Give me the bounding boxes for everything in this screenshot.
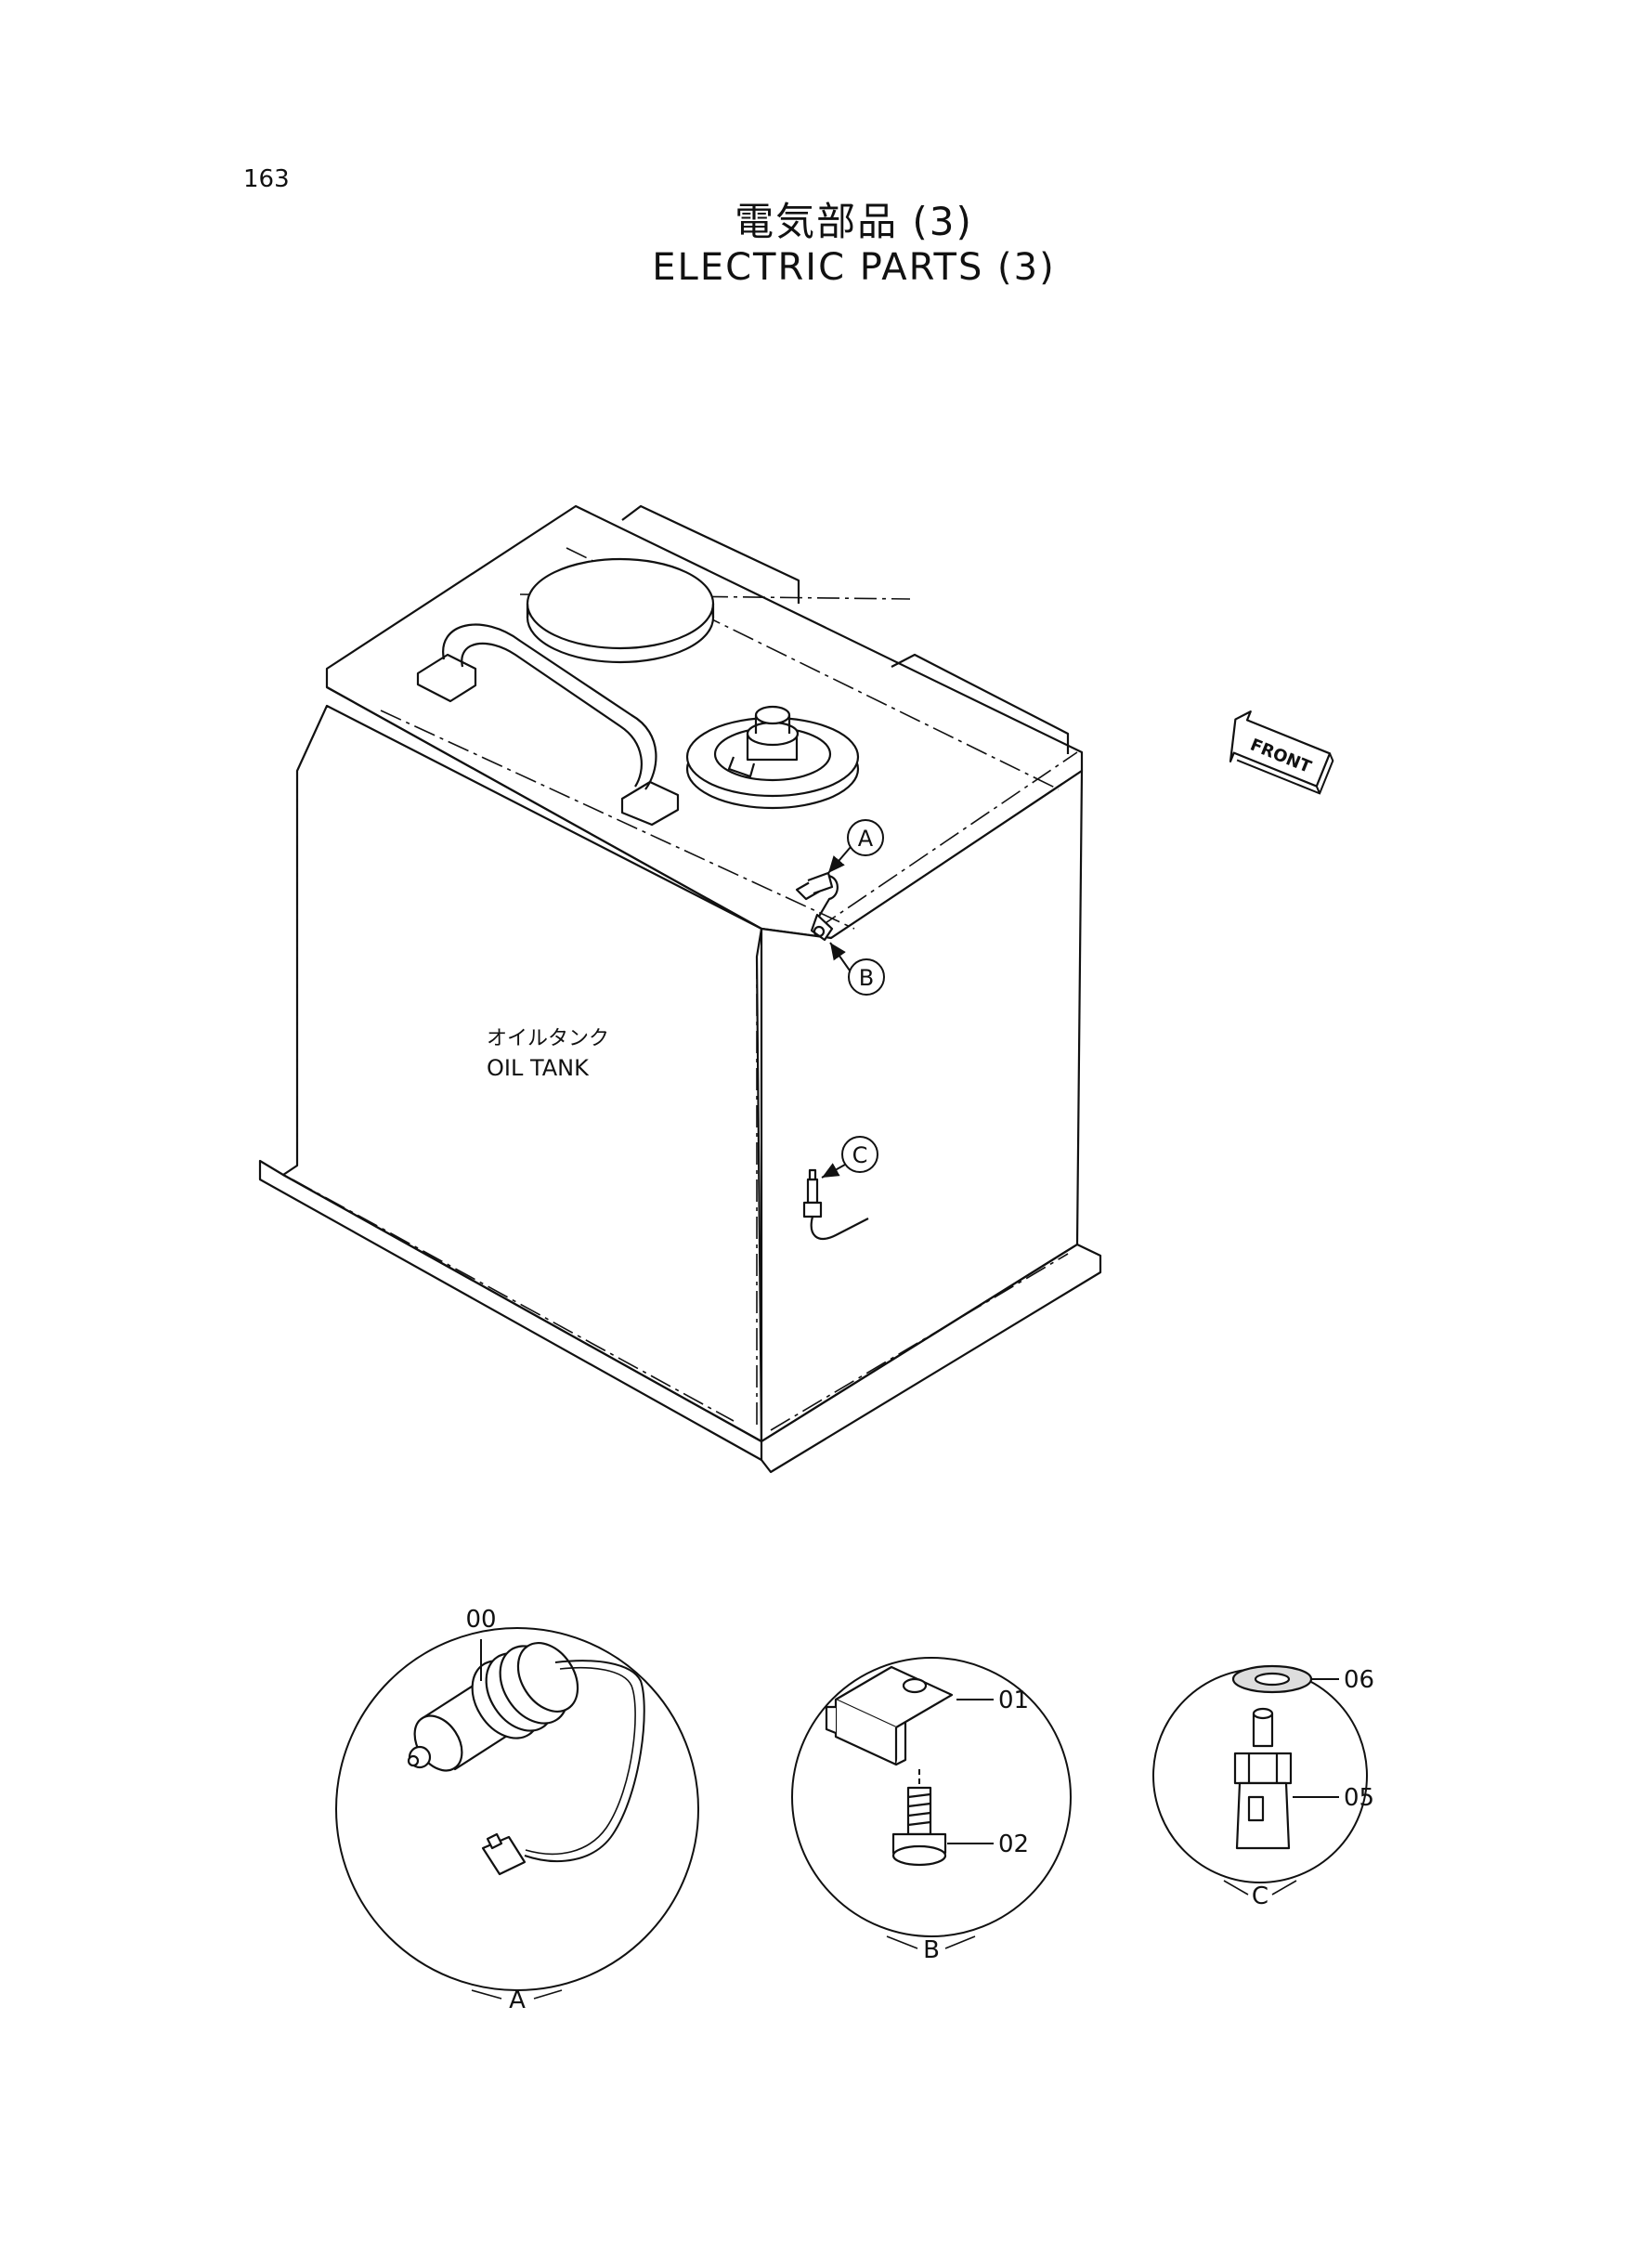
page-number: 163 xyxy=(243,165,290,193)
detail-a-label: A xyxy=(509,1987,526,2014)
part-number-00: 00 xyxy=(465,1606,496,1634)
detail-b: 01 02 B xyxy=(791,1657,1072,1964)
detail-a: 00 A xyxy=(335,1606,699,2014)
callout-a: A xyxy=(827,819,884,874)
callout-c: C xyxy=(821,1136,878,1179)
detail-c-label: C xyxy=(1252,1883,1268,1910)
oil-tank-label: OIL TANK xyxy=(487,1055,590,1081)
detail-c: 06 05 C xyxy=(1152,1664,1374,1910)
callout-b: B xyxy=(829,942,885,996)
page-title: ELECTRIC PARTS (3) xyxy=(652,246,1056,289)
page-title-japanese: 電気部品 (3) xyxy=(735,199,973,244)
part-number-05: 05 xyxy=(1344,1784,1374,1812)
callout-b-label: B xyxy=(859,965,874,991)
callout-a-label: A xyxy=(858,826,874,852)
oil-tank-label-japanese: オイルタンク xyxy=(487,1027,609,1050)
part-number-01: 01 xyxy=(998,1687,1029,1714)
callout-c-label: C xyxy=(852,1142,868,1168)
part-number-06: 06 xyxy=(1344,1666,1374,1694)
part-number-02: 02 xyxy=(998,1831,1029,1858)
oil-tank xyxy=(258,504,1102,1474)
front-direction-arrow: FRONT xyxy=(1229,710,1334,795)
detail-b-label: B xyxy=(923,1936,940,1964)
